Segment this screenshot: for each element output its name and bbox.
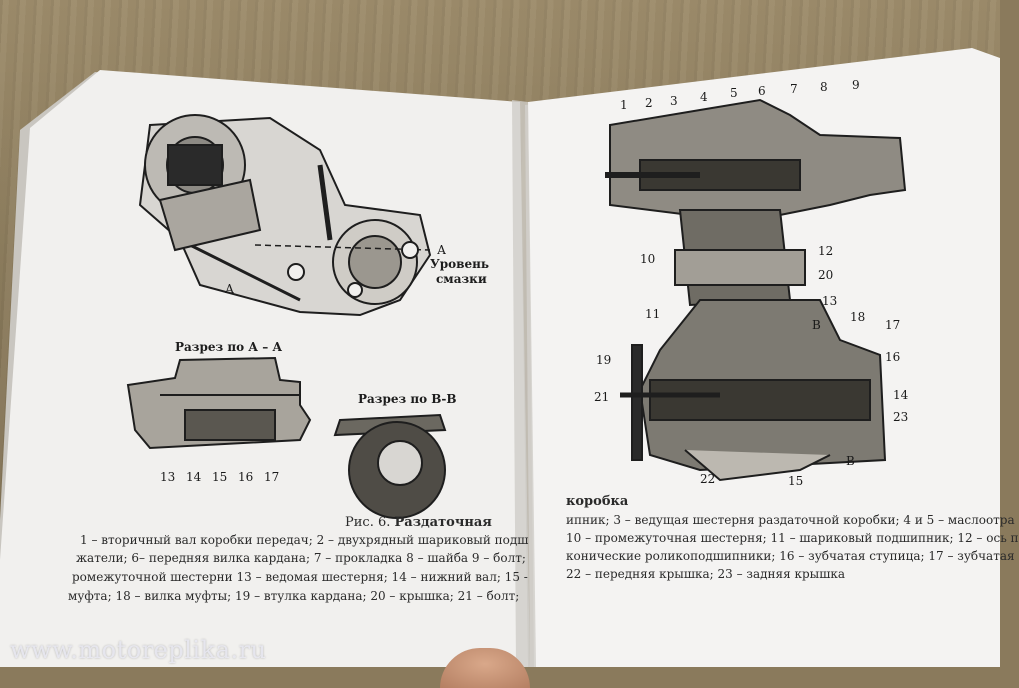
callout-17: 17 — [264, 470, 280, 484]
caption-left-line-4: муфта; 18 – вилка муфты; 19 – втулка кар… — [68, 589, 520, 603]
callout-13: 13 — [160, 470, 176, 484]
callout-4: 4 — [700, 90, 708, 104]
section-bb-title: Разрез по В-В — [358, 392, 457, 406]
figure-caption-title-continued: коробка — [566, 494, 629, 509]
figure-caption-title: Рис. 6. Раздаточная — [345, 516, 492, 529]
caption-right-line-3: конические роликоподшипники; 16 – зубчат… — [566, 549, 1015, 563]
callout-14: 14 — [186, 470, 202, 484]
section-letter-b-bottom: В — [846, 454, 855, 468]
callout-16: 16 — [238, 470, 254, 484]
callout-8: 8 — [820, 80, 828, 94]
callout-20: 20 — [818, 268, 834, 282]
callout-3: 3 — [670, 94, 678, 108]
callout-9: 9 — [852, 78, 860, 92]
open-book — [0, 48, 1000, 667]
callout-23: 23 — [893, 410, 909, 424]
callout-22: 22 — [700, 472, 716, 486]
section-letter-b-top: В — [812, 318, 821, 332]
caption-right-line-1: ипник; 3 – ведущая шестерня раздаточной … — [566, 513, 1015, 527]
callout-14-right: 14 — [893, 388, 909, 402]
transfer-case-external-drawing — [138, 114, 432, 317]
caption-left-line-3: ромежуточной шестерни 13 – ведомая шесте… — [72, 570, 528, 584]
section-label-a-left: А — [225, 282, 235, 296]
oil-level-label-line2: смазки — [436, 272, 487, 286]
callout-1: 1 — [620, 98, 628, 112]
callout-15-right: 15 — [788, 474, 804, 488]
figure-number: Рис. 6. — [345, 515, 391, 530]
callout-2: 2 — [645, 96, 653, 110]
callout-11: 11 — [645, 307, 661, 321]
section-aa-drawing — [126, 356, 312, 450]
callout-7: 7 — [790, 82, 798, 96]
watermark: www.motoreplika.ru — [10, 636, 267, 664]
gutter-shadow — [512, 100, 536, 667]
callout-5: 5 — [730, 86, 738, 100]
figure-title-bold: Раздаточная — [394, 515, 492, 530]
callout-6: 6 — [758, 84, 766, 98]
callout-13-right: 13 — [822, 294, 838, 308]
oil-level-label-line1: Уровень — [430, 257, 490, 271]
section-bb-drawing — [333, 413, 447, 519]
callout-17-right: 17 — [885, 318, 901, 332]
transfer-case-section-drawing — [605, 98, 907, 482]
callout-18: 18 — [850, 310, 866, 324]
callout-16-right: 16 — [885, 350, 901, 364]
callout-21: 21 — [594, 390, 610, 404]
callout-19: 19 — [596, 353, 612, 367]
caption-left-line-2: жатели; 6– передняя вилка кардана; 7 – п… — [76, 551, 526, 565]
section-aa-title: Разрез по А – А — [175, 340, 283, 354]
callout-10: 10 — [640, 252, 656, 266]
callout-12: 12 — [818, 244, 834, 258]
callout-15: 15 — [212, 470, 228, 484]
caption-right-line-4: 22 – передняя крышка; 23 – задняя крышка — [566, 567, 846, 581]
caption-left-line-1: 1 – вторичный вал коробки передач; 2 – д… — [80, 533, 529, 547]
section-label-a-right: А — [437, 243, 447, 257]
caption-right-line-2: 10 – промежуточная шестерня; 11 – шарико… — [566, 531, 1019, 545]
